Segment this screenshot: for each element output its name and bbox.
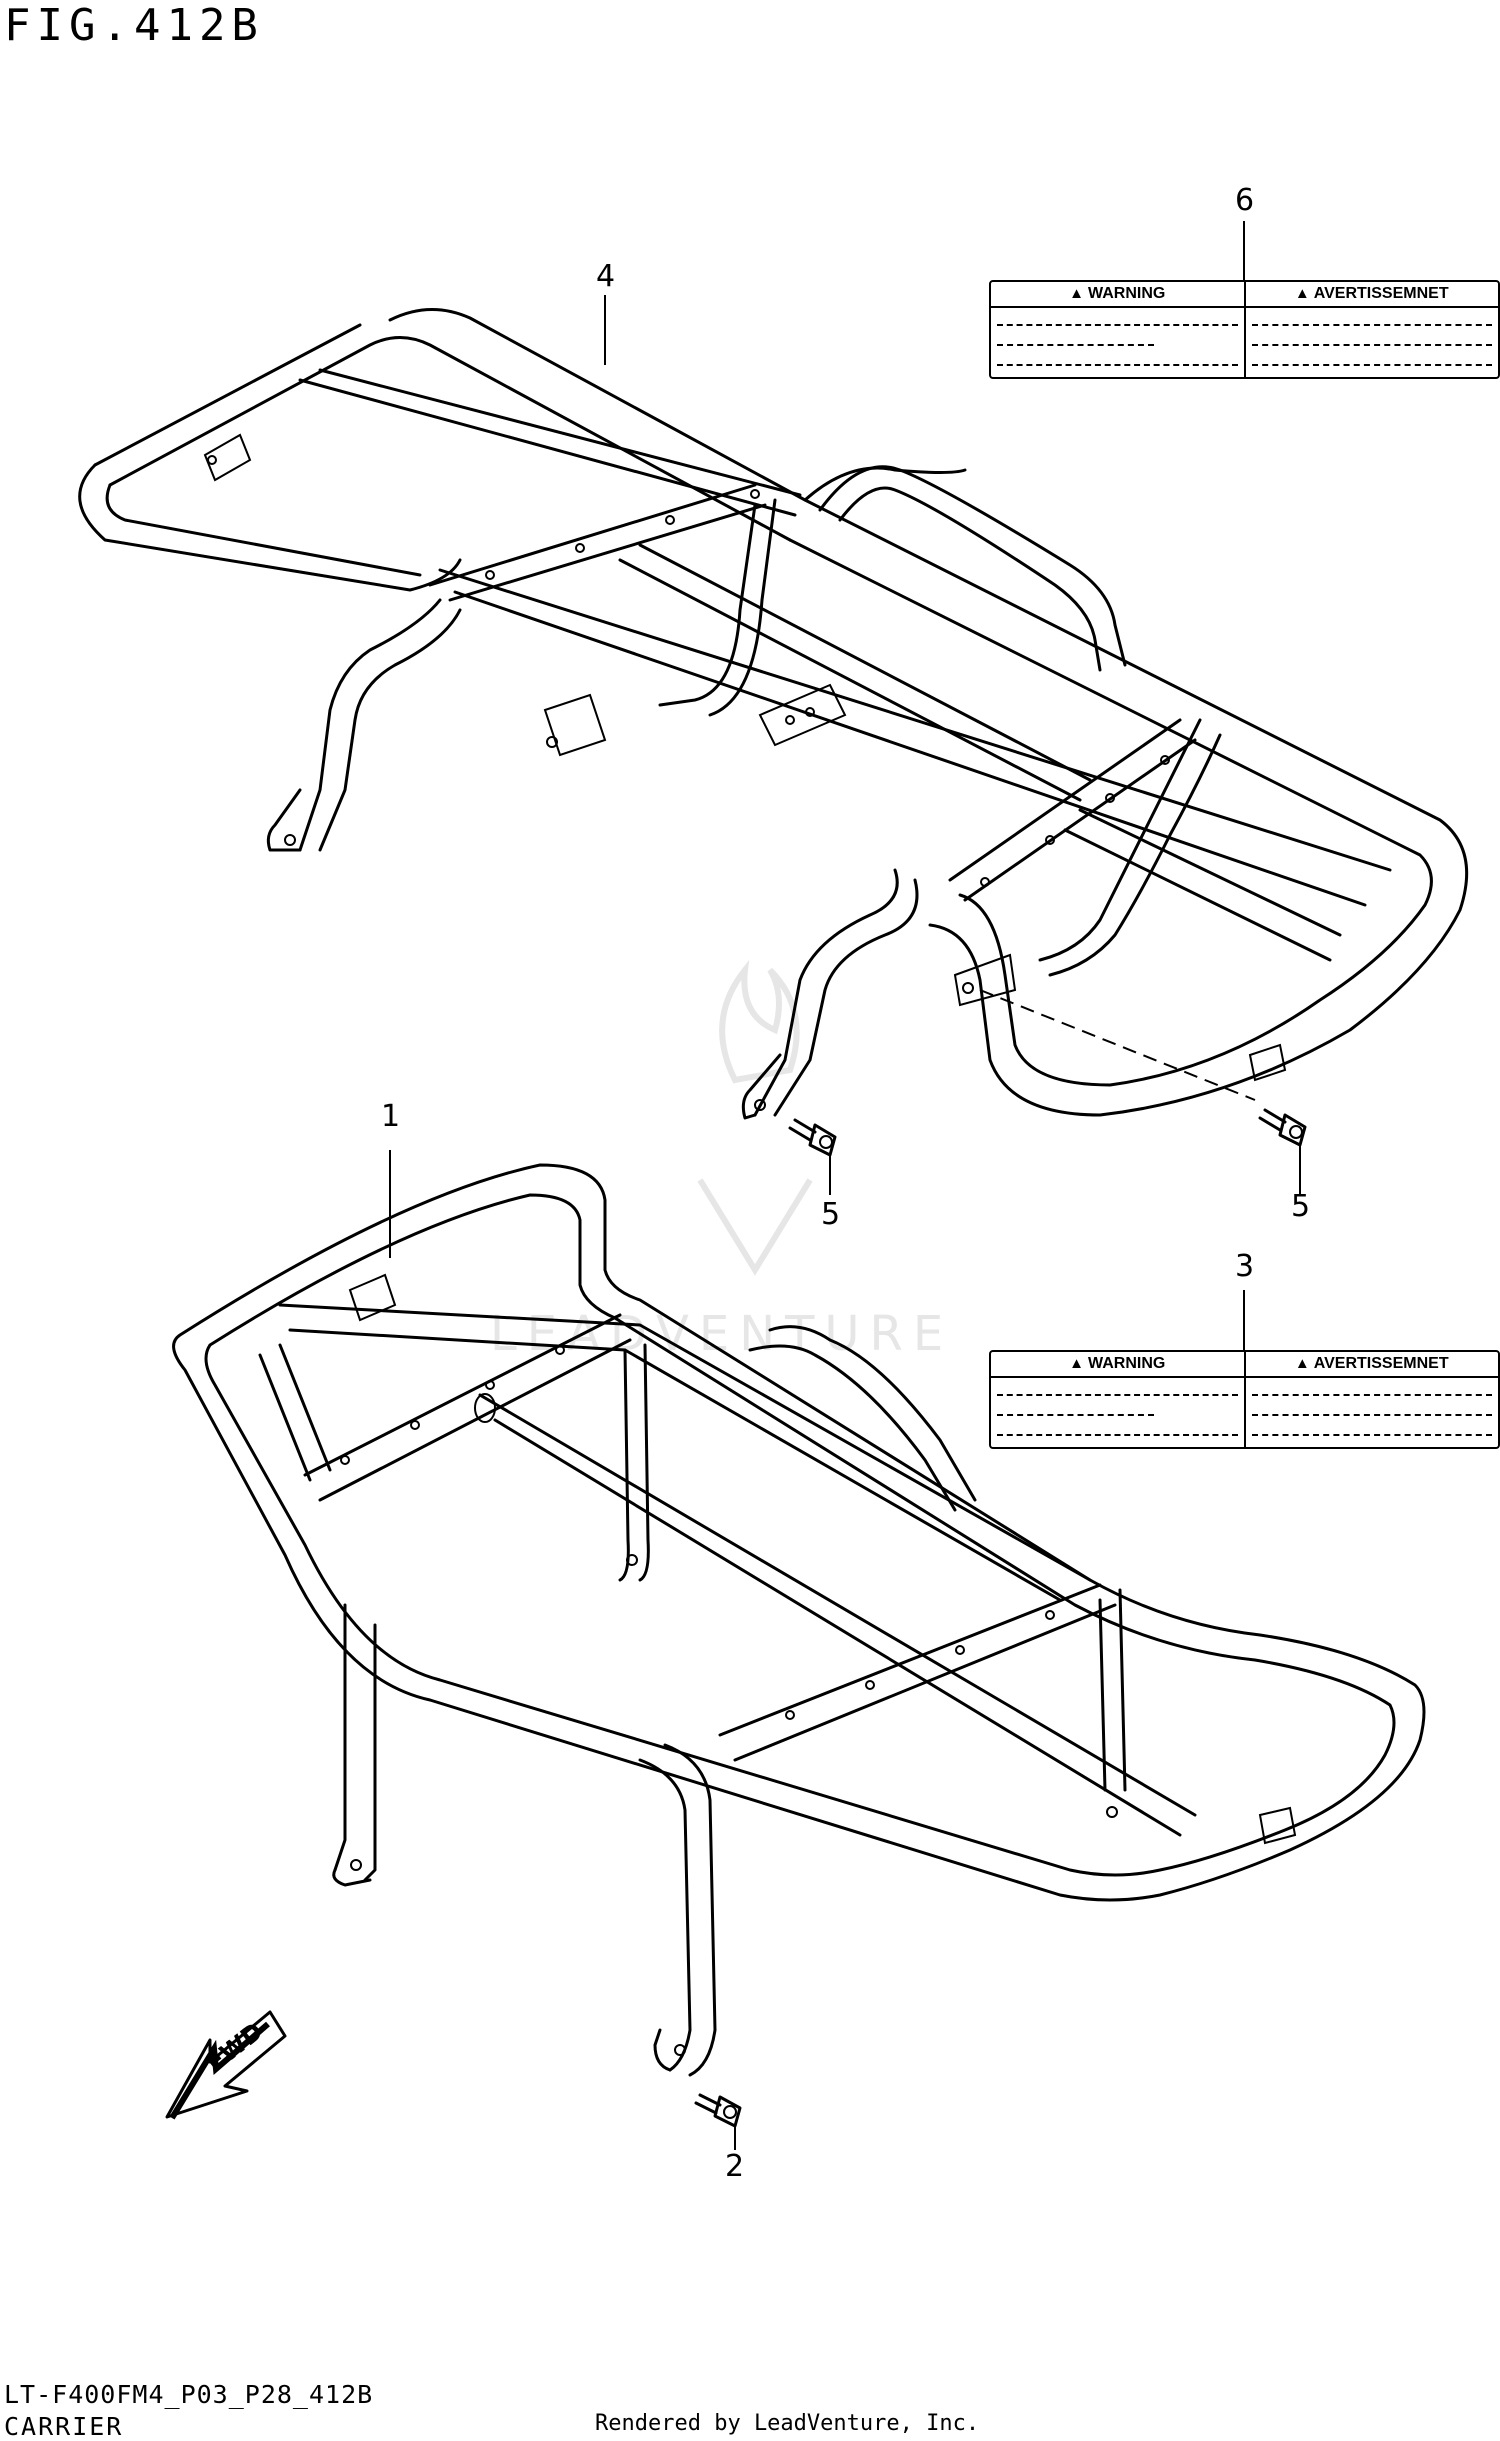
- label-right-panel: ▲AVERTISSEMNET: [1243, 1352, 1498, 1447]
- callout-2: 2: [725, 2149, 745, 2184]
- warning-triangle-icon: ▲: [1294, 1355, 1310, 1372]
- text-placeholder-line: [997, 1434, 1238, 1436]
- warning-label-part-6: ▲WARNING ▲AVERTISSEMNET: [989, 280, 1500, 379]
- rendered-by: Rendered by LeadVenture, Inc.: [595, 2411, 980, 2436]
- warning-triangle-icon: ▲: [1069, 1355, 1085, 1372]
- text-placeholder-line: [997, 1394, 1238, 1396]
- text-placeholder-line: [997, 364, 1238, 366]
- callout-1: 1: [381, 1099, 401, 1134]
- callout-3: 3: [1235, 1249, 1255, 1284]
- bolt-part-5-right: [1258, 1108, 1307, 1195]
- callout-4: 4: [596, 259, 616, 294]
- rear-carrier-part-4: [78, 308, 1469, 1120]
- label-right-heading: AVERTISSEMNET: [1313, 1355, 1449, 1372]
- forward-arrow-icon: FWD: [165, 2010, 287, 2120]
- warning-label-part-3: ▲WARNING ▲AVERTISSEMNET: [989, 1350, 1500, 1449]
- label-left-heading: WARNING: [1088, 285, 1166, 302]
- section-name: CARRIER: [4, 2412, 124, 2441]
- text-placeholder-line: [1251, 1434, 1492, 1436]
- text-placeholder-line: [1251, 1394, 1492, 1396]
- watermark-logo: LEADVENTURE: [490, 960, 953, 1362]
- text-placeholder-line: [1251, 364, 1492, 366]
- bolt-part-2: [694, 2093, 742, 2150]
- front-carrier-part-1: [172, 1163, 1426, 2077]
- bolt-part-5-left: [788, 1118, 837, 1195]
- callout-5-left: 5: [821, 1197, 841, 1232]
- text-placeholder-line: [997, 324, 1238, 326]
- label-right-heading: AVERTISSEMNET: [1313, 285, 1449, 302]
- text-placeholder-line: [997, 344, 1154, 346]
- figure-title: FIG.412B: [4, 0, 264, 51]
- label-left-panel: ▲WARNING: [991, 282, 1244, 377]
- text-placeholder-line: [1251, 344, 1492, 346]
- warning-triangle-icon: ▲: [1069, 285, 1085, 302]
- watermark-text: LEADVENTURE: [490, 1306, 953, 1362]
- label-right-panel: ▲AVERTISSEMNET: [1243, 282, 1498, 377]
- callout-6: 6: [1235, 183, 1255, 218]
- text-placeholder-line: [1251, 1414, 1492, 1416]
- text-placeholder-line: [1251, 324, 1492, 326]
- callout-5-right: 5: [1291, 1189, 1311, 1224]
- warning-triangle-icon: ▲: [1294, 285, 1310, 302]
- text-placeholder-line: [997, 1414, 1154, 1416]
- callout-leaders: [389, 221, 1245, 1350]
- label-left-heading: WARNING: [1088, 1355, 1166, 1372]
- fwd-text: FWD: [201, 2017, 268, 2078]
- model-code: LT-F400FM4_P03_P28_412B: [4, 2380, 374, 2409]
- label-left-panel: ▲WARNING: [991, 1352, 1244, 1447]
